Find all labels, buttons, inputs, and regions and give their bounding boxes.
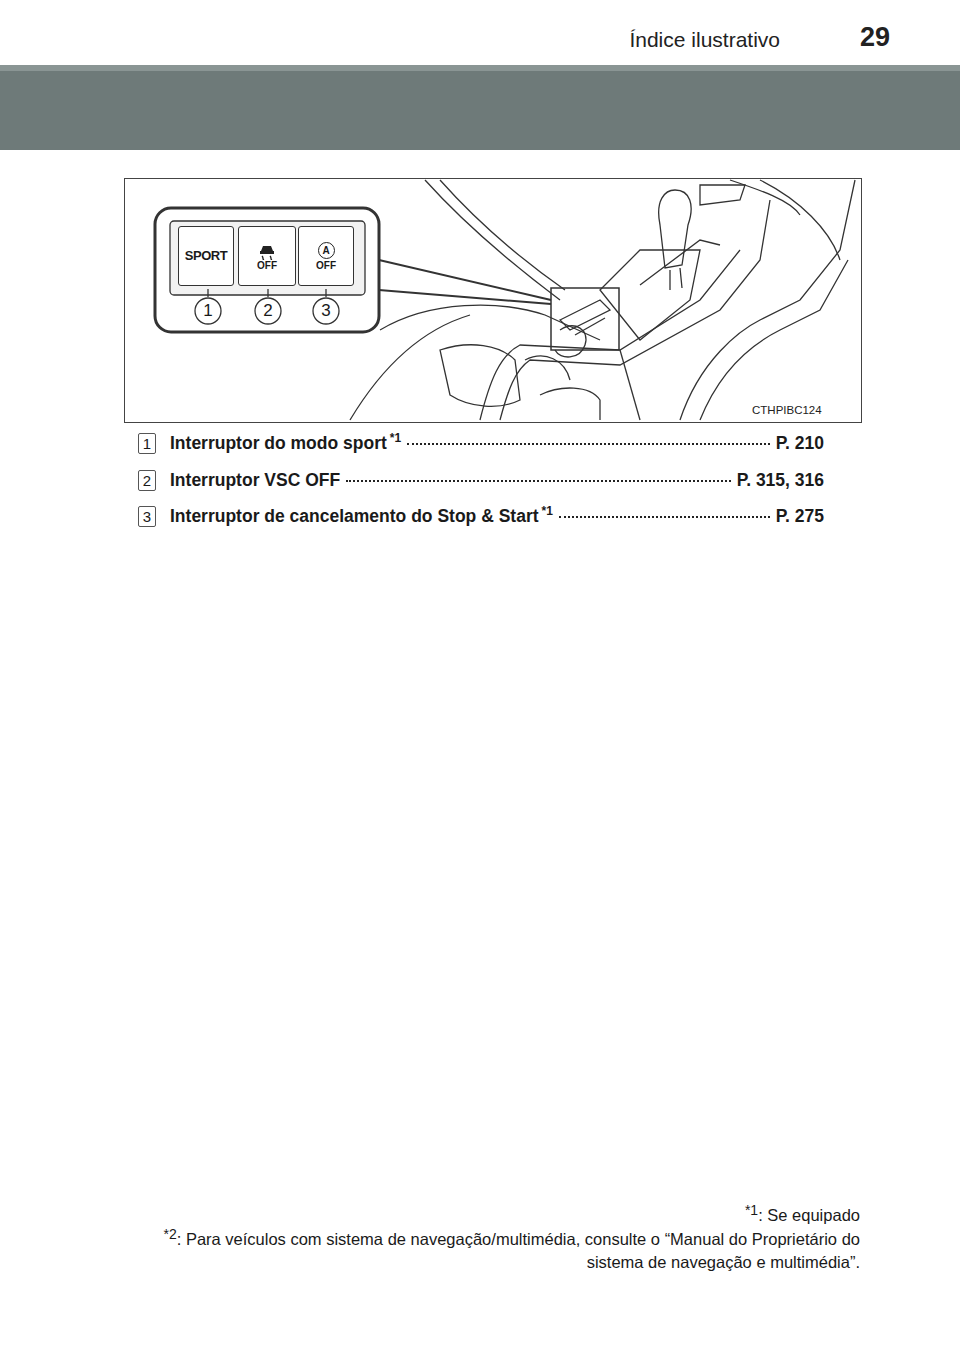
illustration-frame bbox=[125, 179, 862, 423]
page-reference: P. 275 bbox=[776, 506, 824, 527]
header-band bbox=[0, 65, 960, 150]
console-illustration bbox=[350, 180, 855, 420]
dot-leader bbox=[559, 516, 770, 518]
inset-leader bbox=[379, 260, 551, 300]
index-row: 1 Interruptor do modo sport*1 P. 210 bbox=[138, 433, 824, 454]
switch-button: AOFF bbox=[298, 226, 354, 286]
button-label: SPORT bbox=[185, 249, 227, 263]
page-reference: P. 210 bbox=[776, 433, 824, 454]
header-band-edge bbox=[0, 65, 960, 71]
inset-leader bbox=[379, 290, 551, 304]
index-row: 2 Interruptor VSC OFF P. 315, 316 bbox=[138, 470, 824, 491]
switch-panel bbox=[170, 221, 365, 295]
item-name: Interruptor do modo sport bbox=[170, 433, 387, 454]
footnote-text: : Para veículos com sistema de navegação… bbox=[177, 1230, 860, 1271]
button-symbol: A bbox=[318, 242, 335, 259]
footnote: *2: Para veículos com sistema de navegaç… bbox=[120, 1228, 860, 1273]
footnote-text: : Se equipado bbox=[758, 1206, 860, 1224]
figure-code: CTHPIBC124 bbox=[752, 404, 822, 416]
footnote-mark: *2 bbox=[163, 1226, 176, 1242]
inset-frame bbox=[155, 208, 379, 332]
vsc-icon bbox=[257, 242, 277, 260]
page-number: 29 bbox=[845, 22, 905, 53]
footnote: *1: Se equipado bbox=[120, 1204, 860, 1227]
page-header-title: Índice ilustrativo bbox=[560, 28, 780, 52]
index-row: 3 Interruptor de cancelamento do Stop & S… bbox=[138, 506, 824, 527]
dot-leader bbox=[407, 443, 770, 445]
callout-circles bbox=[195, 298, 339, 324]
footnote-mark: *1 bbox=[745, 1202, 758, 1218]
item-number: 3 bbox=[138, 506, 156, 527]
callout-number: 3 bbox=[314, 300, 338, 322]
button-label: OFF bbox=[316, 260, 336, 271]
item-name: Interruptor VSC OFF bbox=[170, 470, 340, 491]
switch-button: SPORT bbox=[178, 226, 234, 286]
callout-number: 2 bbox=[256, 300, 280, 322]
item-name: Interruptor de cancelamento do Stop & St… bbox=[170, 506, 539, 527]
button-label: OFF bbox=[257, 260, 277, 271]
item-number: 2 bbox=[138, 470, 156, 491]
page-reference: P. 315, 316 bbox=[737, 470, 824, 491]
switch-button: OFF bbox=[238, 226, 296, 286]
callout-number: 1 bbox=[196, 300, 220, 322]
footnote-mark: *1 bbox=[390, 431, 401, 445]
callout-leaders bbox=[208, 289, 326, 297]
item-number: 1 bbox=[138, 433, 156, 454]
footnote-mark: *1 bbox=[542, 504, 553, 518]
dot-leader bbox=[346, 480, 731, 482]
